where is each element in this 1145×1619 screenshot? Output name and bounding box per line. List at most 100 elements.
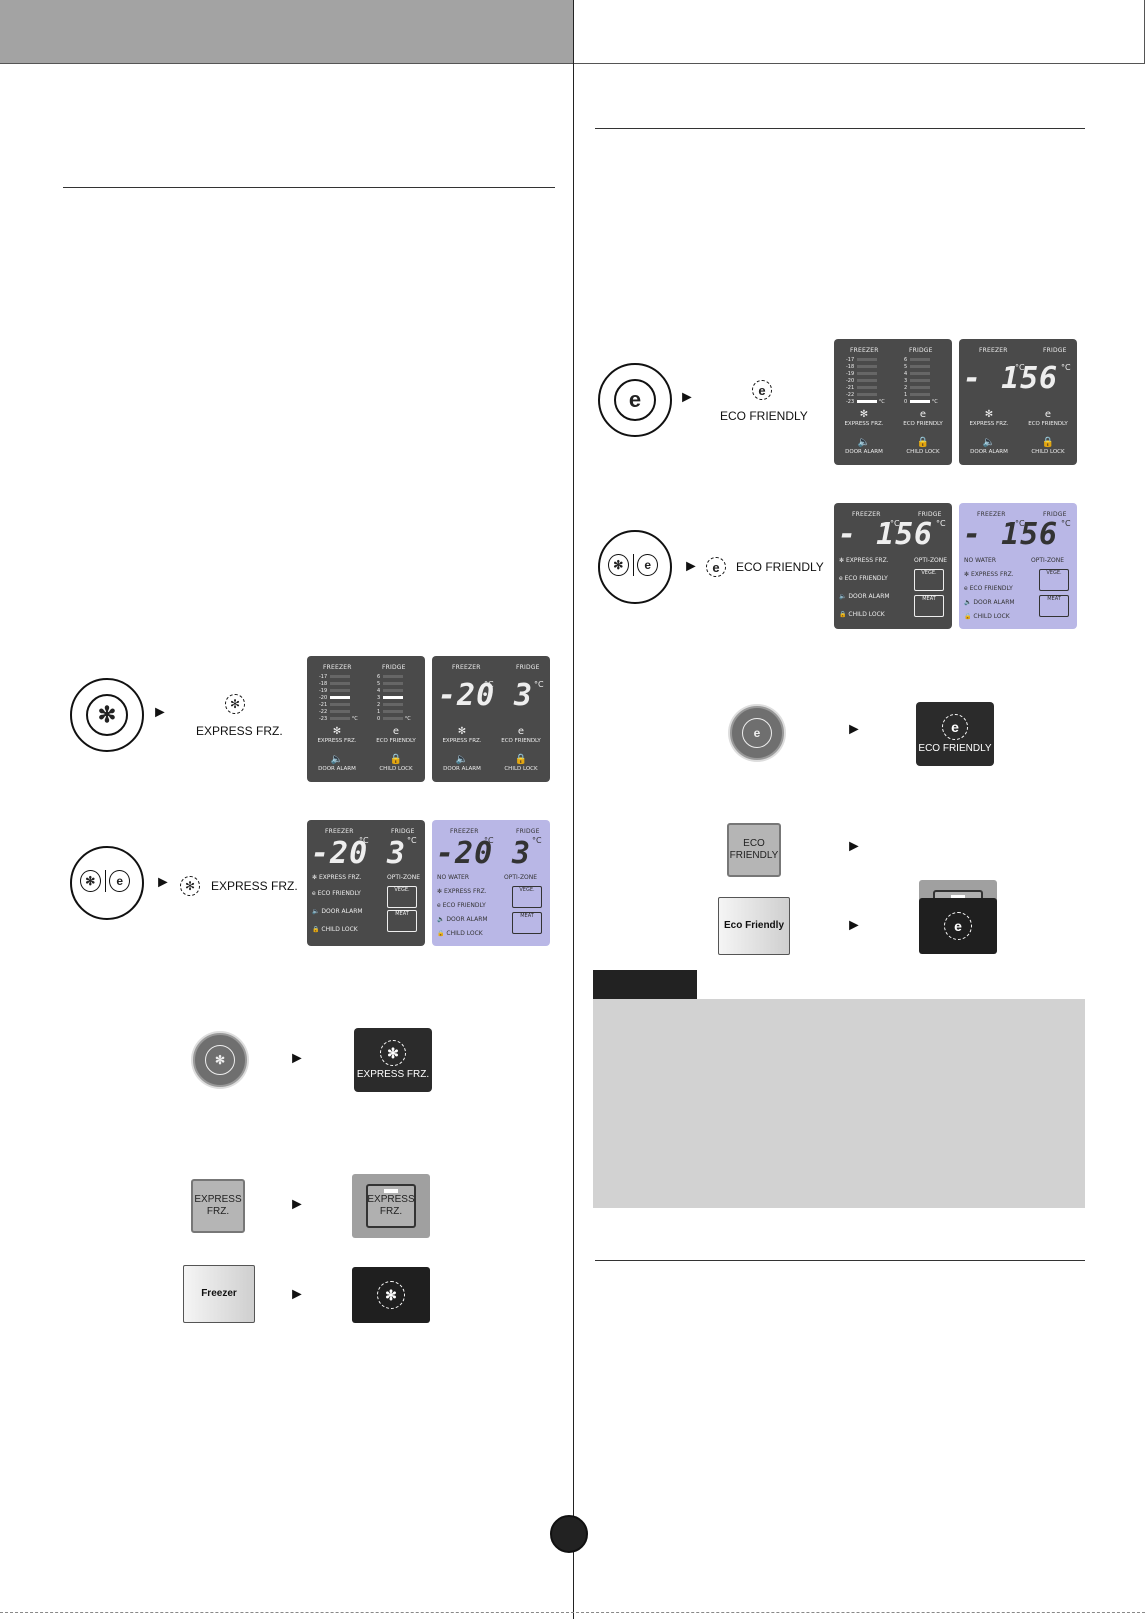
express-frz-status: ✻EXPRESS FRZ.: [844, 409, 884, 427]
header-bar-right: [574, 0, 1145, 64]
eco-friendly-row: e ECO FRIENDLY: [964, 585, 1013, 592]
display-panel-digital: FREEZER FRIDGE -20 °C 3 °C ✻EXPRESS FRZ.…: [432, 656, 550, 782]
door-alarm-row: 🔈 DOOR ALARM: [312, 908, 363, 915]
express-frz-row: ✻ EXPRESS FRZ.: [839, 557, 889, 564]
express-frz-led-square[interactable]: EXPRESS FRZ.: [191, 1179, 245, 1233]
door-alarm-row: 🔈 DOOR ALARM: [964, 599, 1015, 606]
express-frz-status: ✻EXPRESS FRZ.: [317, 726, 357, 744]
child-lock-row: 🔒 CHILD LOCK: [312, 926, 358, 933]
unit-label: °C: [890, 519, 900, 528]
vege-box: VEGE.: [512, 886, 542, 908]
page-number-dot: [550, 1515, 588, 1553]
express-frz-led-round[interactable]: ✻: [193, 1033, 247, 1087]
eco-friendly-led-dark: e: [919, 898, 997, 954]
eco-icon: e: [944, 912, 972, 940]
snowflake-icon: ✻: [80, 870, 101, 892]
eco-friendly-led-button[interactable]: Eco Friendly: [718, 897, 790, 955]
eco-friendly-button[interactable]: e: [598, 363, 672, 437]
express-frz-button[interactable]: ✻: [70, 678, 144, 752]
child-lock-status: 🔒CHILD LOCK: [1031, 437, 1065, 455]
child-lock-status: 🔒CHILD LOCK: [379, 754, 413, 772]
child-lock-row: 🔒 CHILD LOCK: [964, 613, 1010, 620]
note-tab: [593, 970, 697, 999]
eco-friendly-combo-button[interactable]: ✻ e: [598, 530, 672, 604]
freezer-temp: - 15: [963, 361, 1040, 396]
eco-friendly-led-round[interactable]: e: [730, 706, 784, 760]
freezer-scale: -17 -18 -19 -20 -21 -22 -23 °C: [319, 674, 358, 722]
unit-label: °C: [1015, 363, 1025, 372]
snowflake-icon: ✻: [380, 1040, 406, 1066]
arrow-icon: ►: [846, 721, 862, 738]
snowflake-icon: ✻: [180, 876, 200, 896]
freezer-temp: - 15: [838, 517, 915, 552]
express-frz-row: ✻ EXPRESS FRZ.: [312, 874, 362, 881]
snowflake-icon: ✻: [225, 694, 245, 714]
fridge-temp: 6: [1039, 517, 1059, 552]
fridge-temp: 6: [1039, 361, 1059, 396]
door-alarm-row: 🔈 DOOR ALARM: [839, 593, 890, 600]
fridge-temp: 3: [512, 836, 532, 871]
meat-box: MEAT: [914, 595, 944, 617]
fridge-label: FRIDGE: [1043, 347, 1067, 354]
eco-friendly-row: e ECO FRIENDLY: [312, 890, 361, 897]
opti-zone-label: OPTI-ZONE: [1031, 557, 1065, 564]
arrow-icon: ►: [846, 838, 862, 855]
opti-zone-label: OPTI-ZONE: [504, 874, 538, 881]
meat-box: MEAT: [512, 912, 542, 934]
express-frz-combo-button[interactable]: ✻ e: [70, 846, 144, 920]
express-frz-label: EXPRESS FRZ.: [211, 879, 298, 893]
express-frz-led-dark: ✻: [352, 1267, 430, 1323]
door-alarm-status: 🔈DOOR ALARM: [970, 437, 1008, 455]
freezer-led-button[interactable]: Freezer: [183, 1265, 255, 1323]
child-lock-row: 🔒 CHILD LOCK: [839, 611, 885, 618]
freezer-label: FREEZER: [979, 347, 1008, 354]
unit-label: °C: [532, 836, 542, 845]
freezer-temp: -20: [311, 836, 369, 871]
eco-friendly-led-lit: e ECO FRIENDLY: [916, 702, 994, 766]
child-lock-status: 🔒CHILD LOCK: [504, 754, 538, 772]
snowflake-icon: ✻: [377, 1281, 405, 1309]
freezer-label: FREEZER: [452, 664, 481, 671]
arrow-icon: ►: [289, 1050, 305, 1067]
arrow-icon: ►: [289, 1196, 305, 1213]
display-panel-opti-dark: FREEZER FRIDGE -20 °C 3 °C ✻ EXPRESS FRZ…: [307, 820, 425, 946]
left-section-rule: [63, 187, 555, 188]
freezer-scale: -17 -18 -19 -20 -21 -22 -23 °C: [846, 357, 885, 405]
eco-display-panel-digital: FREEZER FRIDGE - 15 °C 6 °C ✻EXPRESS FRZ…: [959, 339, 1077, 465]
fridge-temp: 3: [514, 678, 534, 713]
freezer-label: FREEZER: [977, 511, 1006, 518]
door-alarm-status: 🔈DOOR ALARM: [443, 754, 481, 772]
eco-friendly-label: ECO FRIENDLY: [736, 560, 824, 574]
eco-icon: e: [942, 714, 968, 740]
freezer-temp: -20: [438, 678, 496, 713]
freezer-label: FREEZER: [852, 511, 881, 518]
note-box: [593, 999, 1085, 1208]
eco-icon: e: [742, 718, 772, 748]
express-frz-row: ✻ EXPRESS FRZ.: [964, 571, 1014, 578]
snowflake-icon: ✻: [86, 694, 128, 736]
unit-label: °C: [1015, 519, 1025, 528]
fridge-label: FRIDGE: [382, 664, 406, 671]
express-frz-status: ✻EXPRESS FRZ.: [442, 726, 482, 744]
fridge-label: FRIDGE: [516, 664, 540, 671]
freezer-label: FREEZER: [325, 828, 354, 835]
unit-label: °C: [484, 836, 494, 845]
vege-box: VEGE.: [387, 886, 417, 908]
opti-zone-label: OPTI-ZONE: [914, 557, 948, 564]
eco-icon: e: [637, 554, 658, 576]
eco-display-panel-bars: FREEZER FRIDGE -17 -18 -19 -20 -21 -22 -…: [834, 339, 952, 465]
fridge-label: FRIDGE: [918, 511, 942, 518]
express-frz-indicator: ✻: [225, 694, 245, 714]
no-water-row: NO WATER: [437, 874, 469, 881]
freezer-label: FREEZER: [450, 828, 479, 835]
unit-label: °C: [534, 680, 544, 689]
freezer-label: FREEZER: [323, 664, 352, 671]
fridge-scale: 6 5 4 3 2 1 0 °C: [904, 357, 938, 405]
child-lock-status: 🔒CHILD LOCK: [906, 437, 940, 455]
vege-box: VEGE.: [914, 569, 944, 591]
vege-box: VEGE.: [1039, 569, 1069, 591]
eco-friendly-led-square[interactable]: ECO FRIENDLY: [727, 823, 781, 877]
